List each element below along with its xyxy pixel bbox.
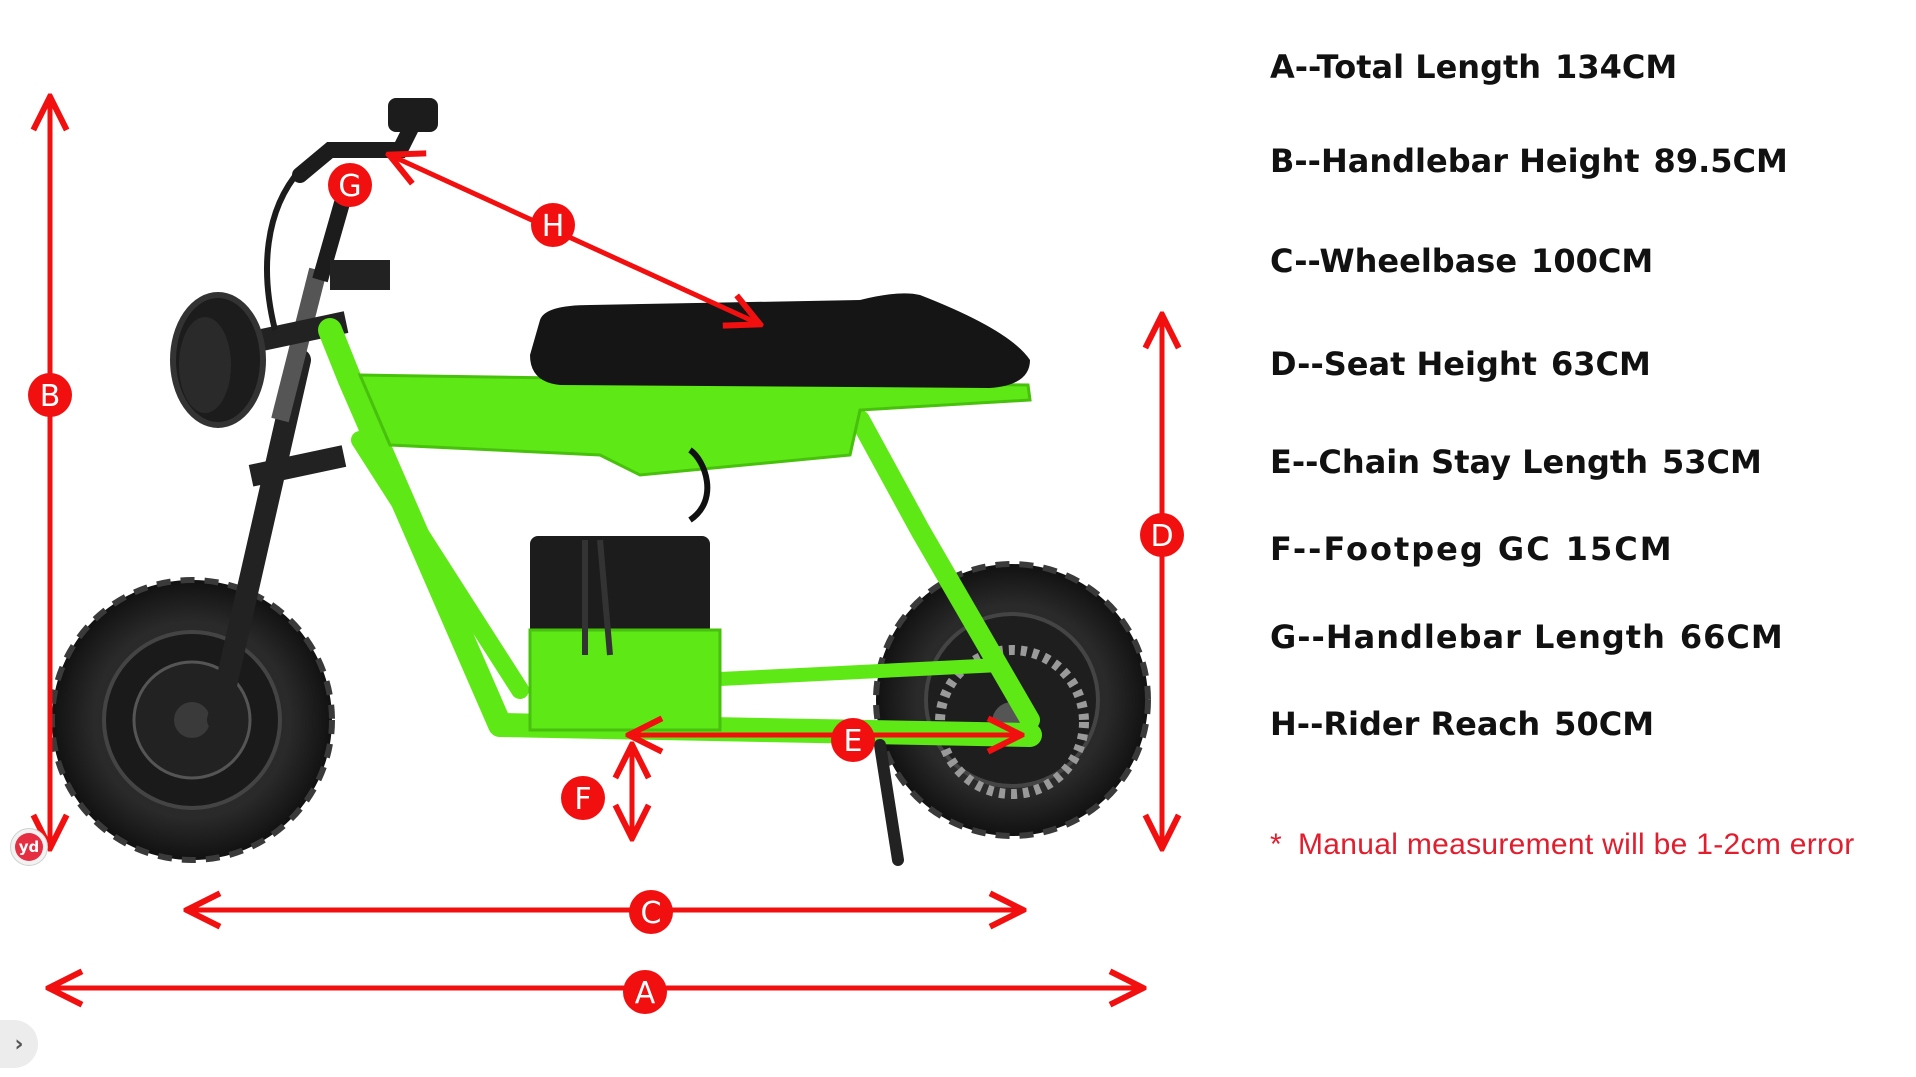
chevron-right-icon: › — [14, 1031, 24, 1057]
dimension-markers: A B C D E F G H — [28, 163, 1184, 1014]
marker-E: E — [844, 724, 863, 759]
kickstand — [874, 739, 904, 866]
note-text: Manual measurement will be 1-2cm error — [1297, 828, 1855, 861]
marker-F: F — [574, 782, 591, 817]
dimension-lines — [50, 100, 1162, 988]
marker-A: A — [635, 976, 656, 1011]
note-asterisk: * — [1270, 828, 1282, 861]
handlebar — [264, 98, 438, 331]
marker-B: B — [40, 379, 61, 414]
battery-box — [528, 447, 722, 732]
electric-minibike — [49, 98, 1151, 866]
yd-badge[interactable]: yd — [10, 828, 48, 866]
marker-D: D — [1150, 519, 1173, 554]
front-wheel — [49, 577, 335, 863]
expand-side-tab[interactable]: › — [0, 1020, 38, 1068]
marker-H: H — [542, 209, 565, 244]
measurement-note: * Manual measurement will be 1-2cm error — [1270, 828, 1855, 862]
marker-G: G — [338, 169, 361, 204]
yd-badge-label: yd — [15, 833, 43, 861]
dimension-arrow-H — [392, 156, 757, 323]
seat — [530, 293, 1030, 388]
marker-C: C — [641, 896, 662, 931]
seat-base — [357, 373, 1032, 477]
headlight — [170, 292, 266, 428]
